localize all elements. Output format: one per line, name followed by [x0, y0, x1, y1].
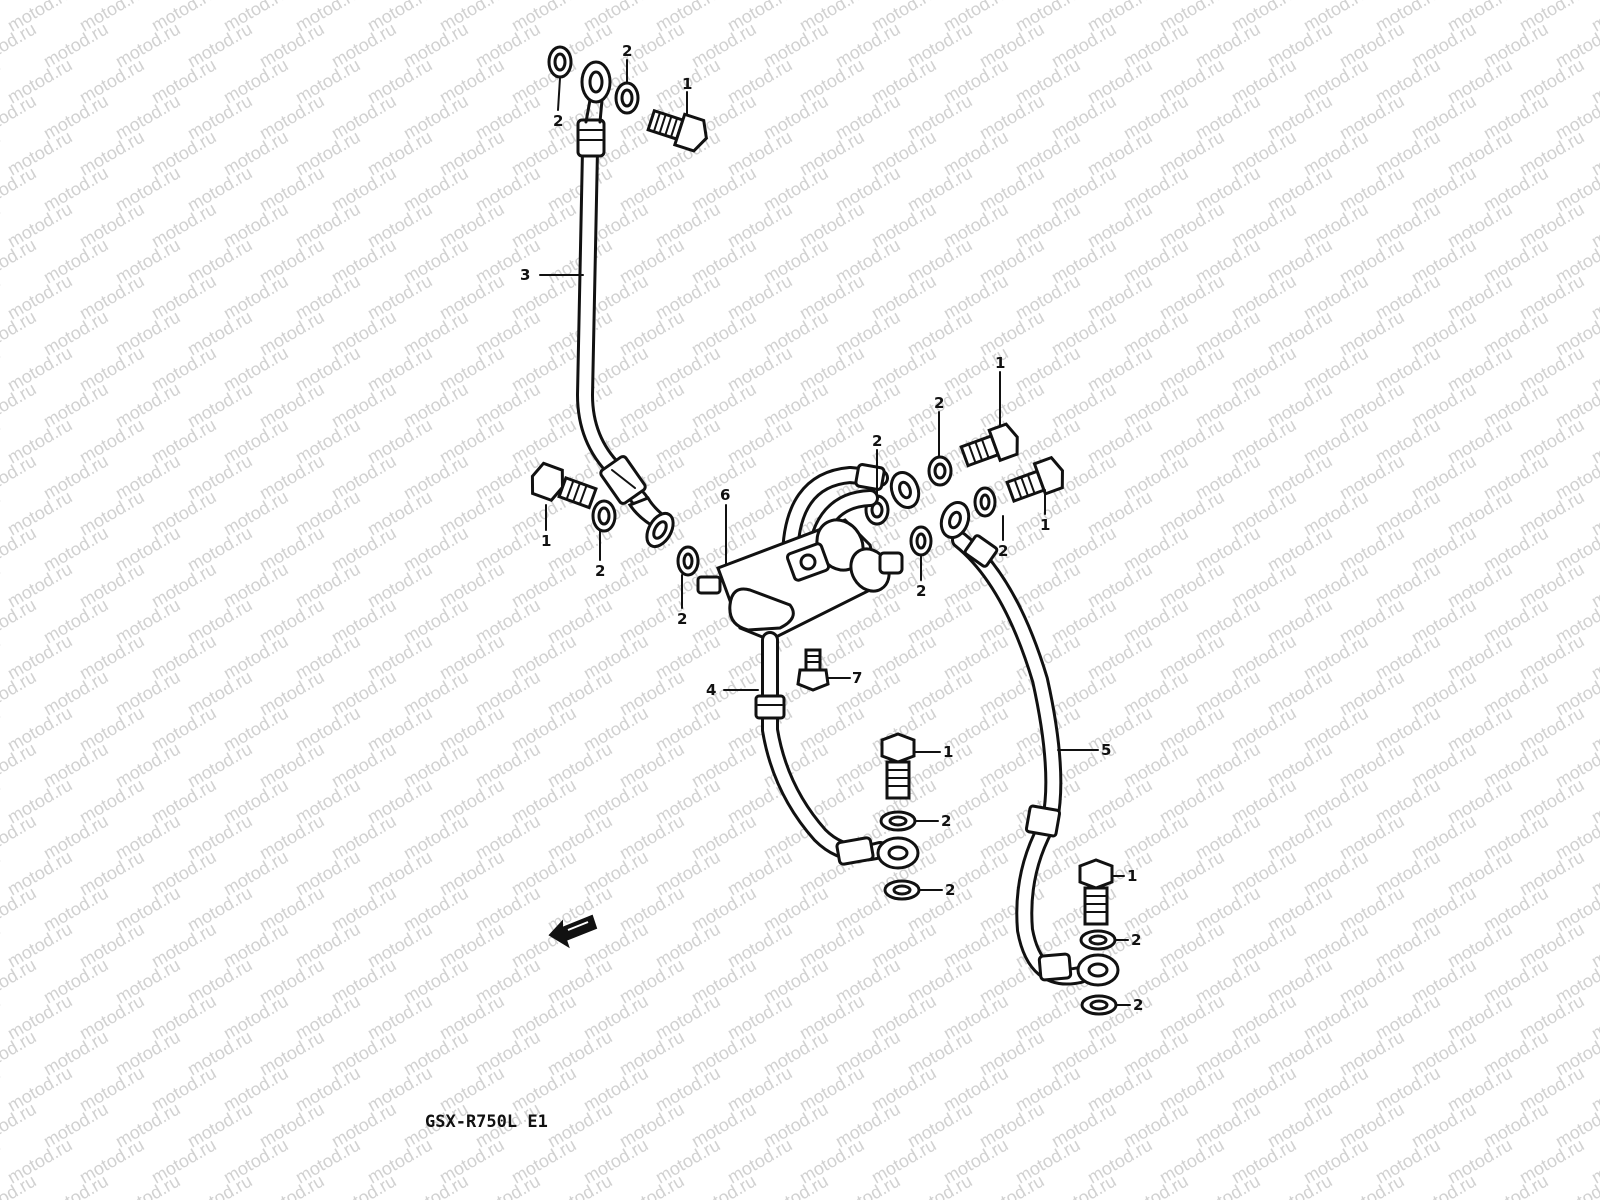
watermark-text: motod.ru	[904, 1171, 976, 1200]
watermark-text: motod.ru	[544, 1171, 616, 1200]
callout-2-top-washer-right: 2	[622, 42, 632, 60]
callout-2-block-washer: 2	[677, 610, 687, 628]
callout-1-upper-right-bolt: 1	[995, 354, 1005, 372]
watermark-text: motod.ru	[0, 19, 40, 72]
watermark-text: motod.ru	[0, 955, 40, 1008]
callout-3-hose: 3	[520, 266, 530, 284]
watermark-text: motod.ru	[112, 1171, 184, 1200]
watermark-text: motod.ru	[1480, 1171, 1552, 1200]
watermark-text: motod.ru	[0, 127, 4, 180]
watermark-text: motod.ru	[0, 847, 4, 900]
watermark-text: motod.ru	[1264, 1171, 1336, 1200]
watermark-text: motod.ru	[0, 1027, 40, 1080]
callout-7-screw: 7	[852, 669, 862, 687]
callout-2-left-washer: 2	[595, 562, 605, 580]
watermark-text: motod.ru	[256, 1171, 328, 1200]
watermark-text: motod.ru	[0, 811, 40, 864]
watermark-text: motod.ru	[976, 1171, 1048, 1200]
watermark-text: motod.ru	[760, 1171, 832, 1200]
watermark-text: motod.ru	[0, 775, 4, 828]
watermark-text: motod.ru	[0, 55, 4, 108]
watermark-text: motod.ru	[0, 307, 40, 360]
callout-2-center-washer-lower: 2	[945, 881, 955, 899]
watermark-text: motod.ru	[0, 991, 4, 1044]
watermark-text: motod.ru	[1120, 1171, 1192, 1200]
watermark-text: motod.ru	[1192, 1171, 1264, 1200]
watermark-text: motod.ru	[0, 523, 40, 576]
callout-1-top-bolt: 1	[682, 75, 692, 93]
watermark-text: motod.ru	[0, 235, 40, 288]
watermark-text: motod.ru	[688, 1171, 760, 1200]
callout-1-lower-right-bolt: 1	[1040, 516, 1050, 534]
watermark-text: motod.ru	[0, 451, 40, 504]
callout-2-right-washer: 2	[998, 542, 1008, 560]
watermark-text: motod.ru	[400, 1171, 472, 1200]
callout-1-lower-right-vertical-bolt: 1	[1127, 867, 1137, 885]
watermark-text: motod.ru	[184, 1171, 256, 1200]
watermark-text: motod.ru	[0, 1099, 40, 1152]
watermark-text: motod.ru	[0, 739, 40, 792]
callout-2-lower-right-washer-upper: 2	[1131, 931, 1141, 949]
callout-2-mid-washer: 2	[916, 582, 926, 600]
callout-6-distributor: 6	[720, 486, 730, 504]
watermark-text: motod.ru	[0, 559, 4, 612]
watermark-text: motod.ru	[1336, 1171, 1408, 1200]
callout-5-hose: 5	[1101, 741, 1111, 759]
watermark-text: motod.ru	[0, 1135, 4, 1188]
watermark-text: motod.ru	[0, 415, 4, 468]
callout-2-loop-washer: 2	[872, 432, 882, 450]
callout-1-center-bolt: 1	[943, 743, 953, 761]
callout-2-lower-right-washer-lower: 2	[1133, 996, 1143, 1014]
watermark-text: motod.ru	[0, 1063, 4, 1116]
model-label: GSX-R750L E1	[425, 1112, 548, 1132]
watermark-text: motod.ru	[832, 1171, 904, 1200]
watermark-text: motod.ru	[0, 919, 4, 972]
callout-2-top-washer-left: 2	[553, 112, 563, 130]
callout-2-upper-right-washer: 2	[934, 394, 944, 412]
watermark-text: motod.ru	[0, 91, 40, 144]
watermark-text: motod.ru	[328, 1171, 400, 1200]
watermark-text: motod.ru	[40, 1171, 112, 1200]
watermark-text: motod.ru	[0, 667, 40, 720]
callout-4-hose: 4	[706, 681, 716, 699]
watermark-text: motod.ru	[0, 487, 4, 540]
watermark-text: motod.ru	[0, 883, 40, 936]
watermark-text: motod.ru	[616, 1171, 688, 1200]
watermark-text: motod.ru	[0, 379, 40, 432]
watermark-text: motod.ru	[0, 271, 4, 324]
watermark-text: motod.ru	[472, 1171, 544, 1200]
watermark-text: motod.ru	[1048, 1171, 1120, 1200]
watermark-text: motod.ru	[0, 595, 40, 648]
watermark-text: motod.ru	[0, 163, 40, 216]
callout-2-center-washer-upper: 2	[941, 812, 951, 830]
watermark-text: motod.ru	[0, 199, 4, 252]
watermark-text: motod.ru	[0, 631, 4, 684]
watermark-text: motod.ru	[0, 703, 4, 756]
watermark-text: motod.ru	[1408, 1171, 1480, 1200]
callout-1-left-bolt: 1	[541, 532, 551, 550]
watermark-text: motod.ru	[0, 343, 4, 396]
